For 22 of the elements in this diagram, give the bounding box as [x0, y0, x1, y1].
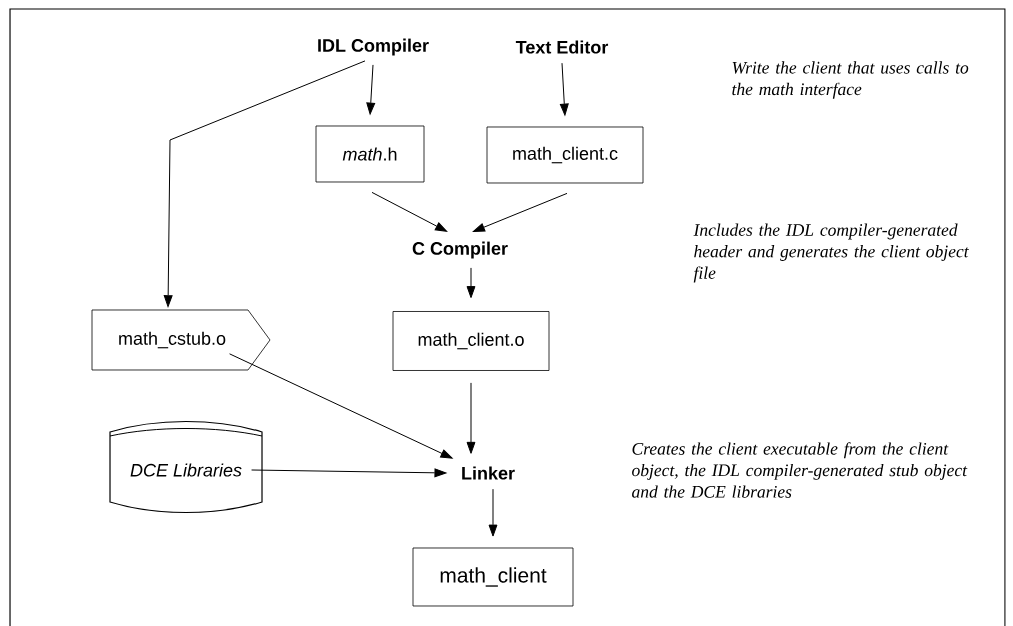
library-drum: DCE Libraries	[109, 420, 263, 514]
note-text: Includes the IDL compiler-generated header and generates the client object file	[693, 223, 969, 283]
arrow	[559, 62, 569, 116]
arrow	[251, 468, 447, 478]
file-box: math_client.o	[392, 311, 550, 371]
arrow	[466, 382, 476, 454]
tool-label: C Compiler	[412, 241, 508, 259]
tool-label: Text Editor	[515, 40, 609, 54]
note-text: Write the client that uses calls to the math interface	[732, 61, 969, 99]
arrow	[229, 353, 453, 459]
note-text: Creates the client executable from the client object, the IDL compiler-generated stub object and the DCE libraries	[632, 442, 968, 498]
arrow	[466, 267, 476, 299]
arrow	[163, 60, 366, 308]
tool-label: IDL Compiler	[318, 38, 429, 56]
arrow	[472, 192, 568, 232]
arrow	[366, 64, 376, 115]
file-box: math_client.c	[486, 126, 644, 184]
arrow	[488, 488, 498, 537]
file-box: math_client	[412, 547, 574, 607]
tool-label: Linker	[462, 466, 515, 480]
arrow	[371, 191, 448, 232]
file-box: math.h	[315, 125, 425, 183]
